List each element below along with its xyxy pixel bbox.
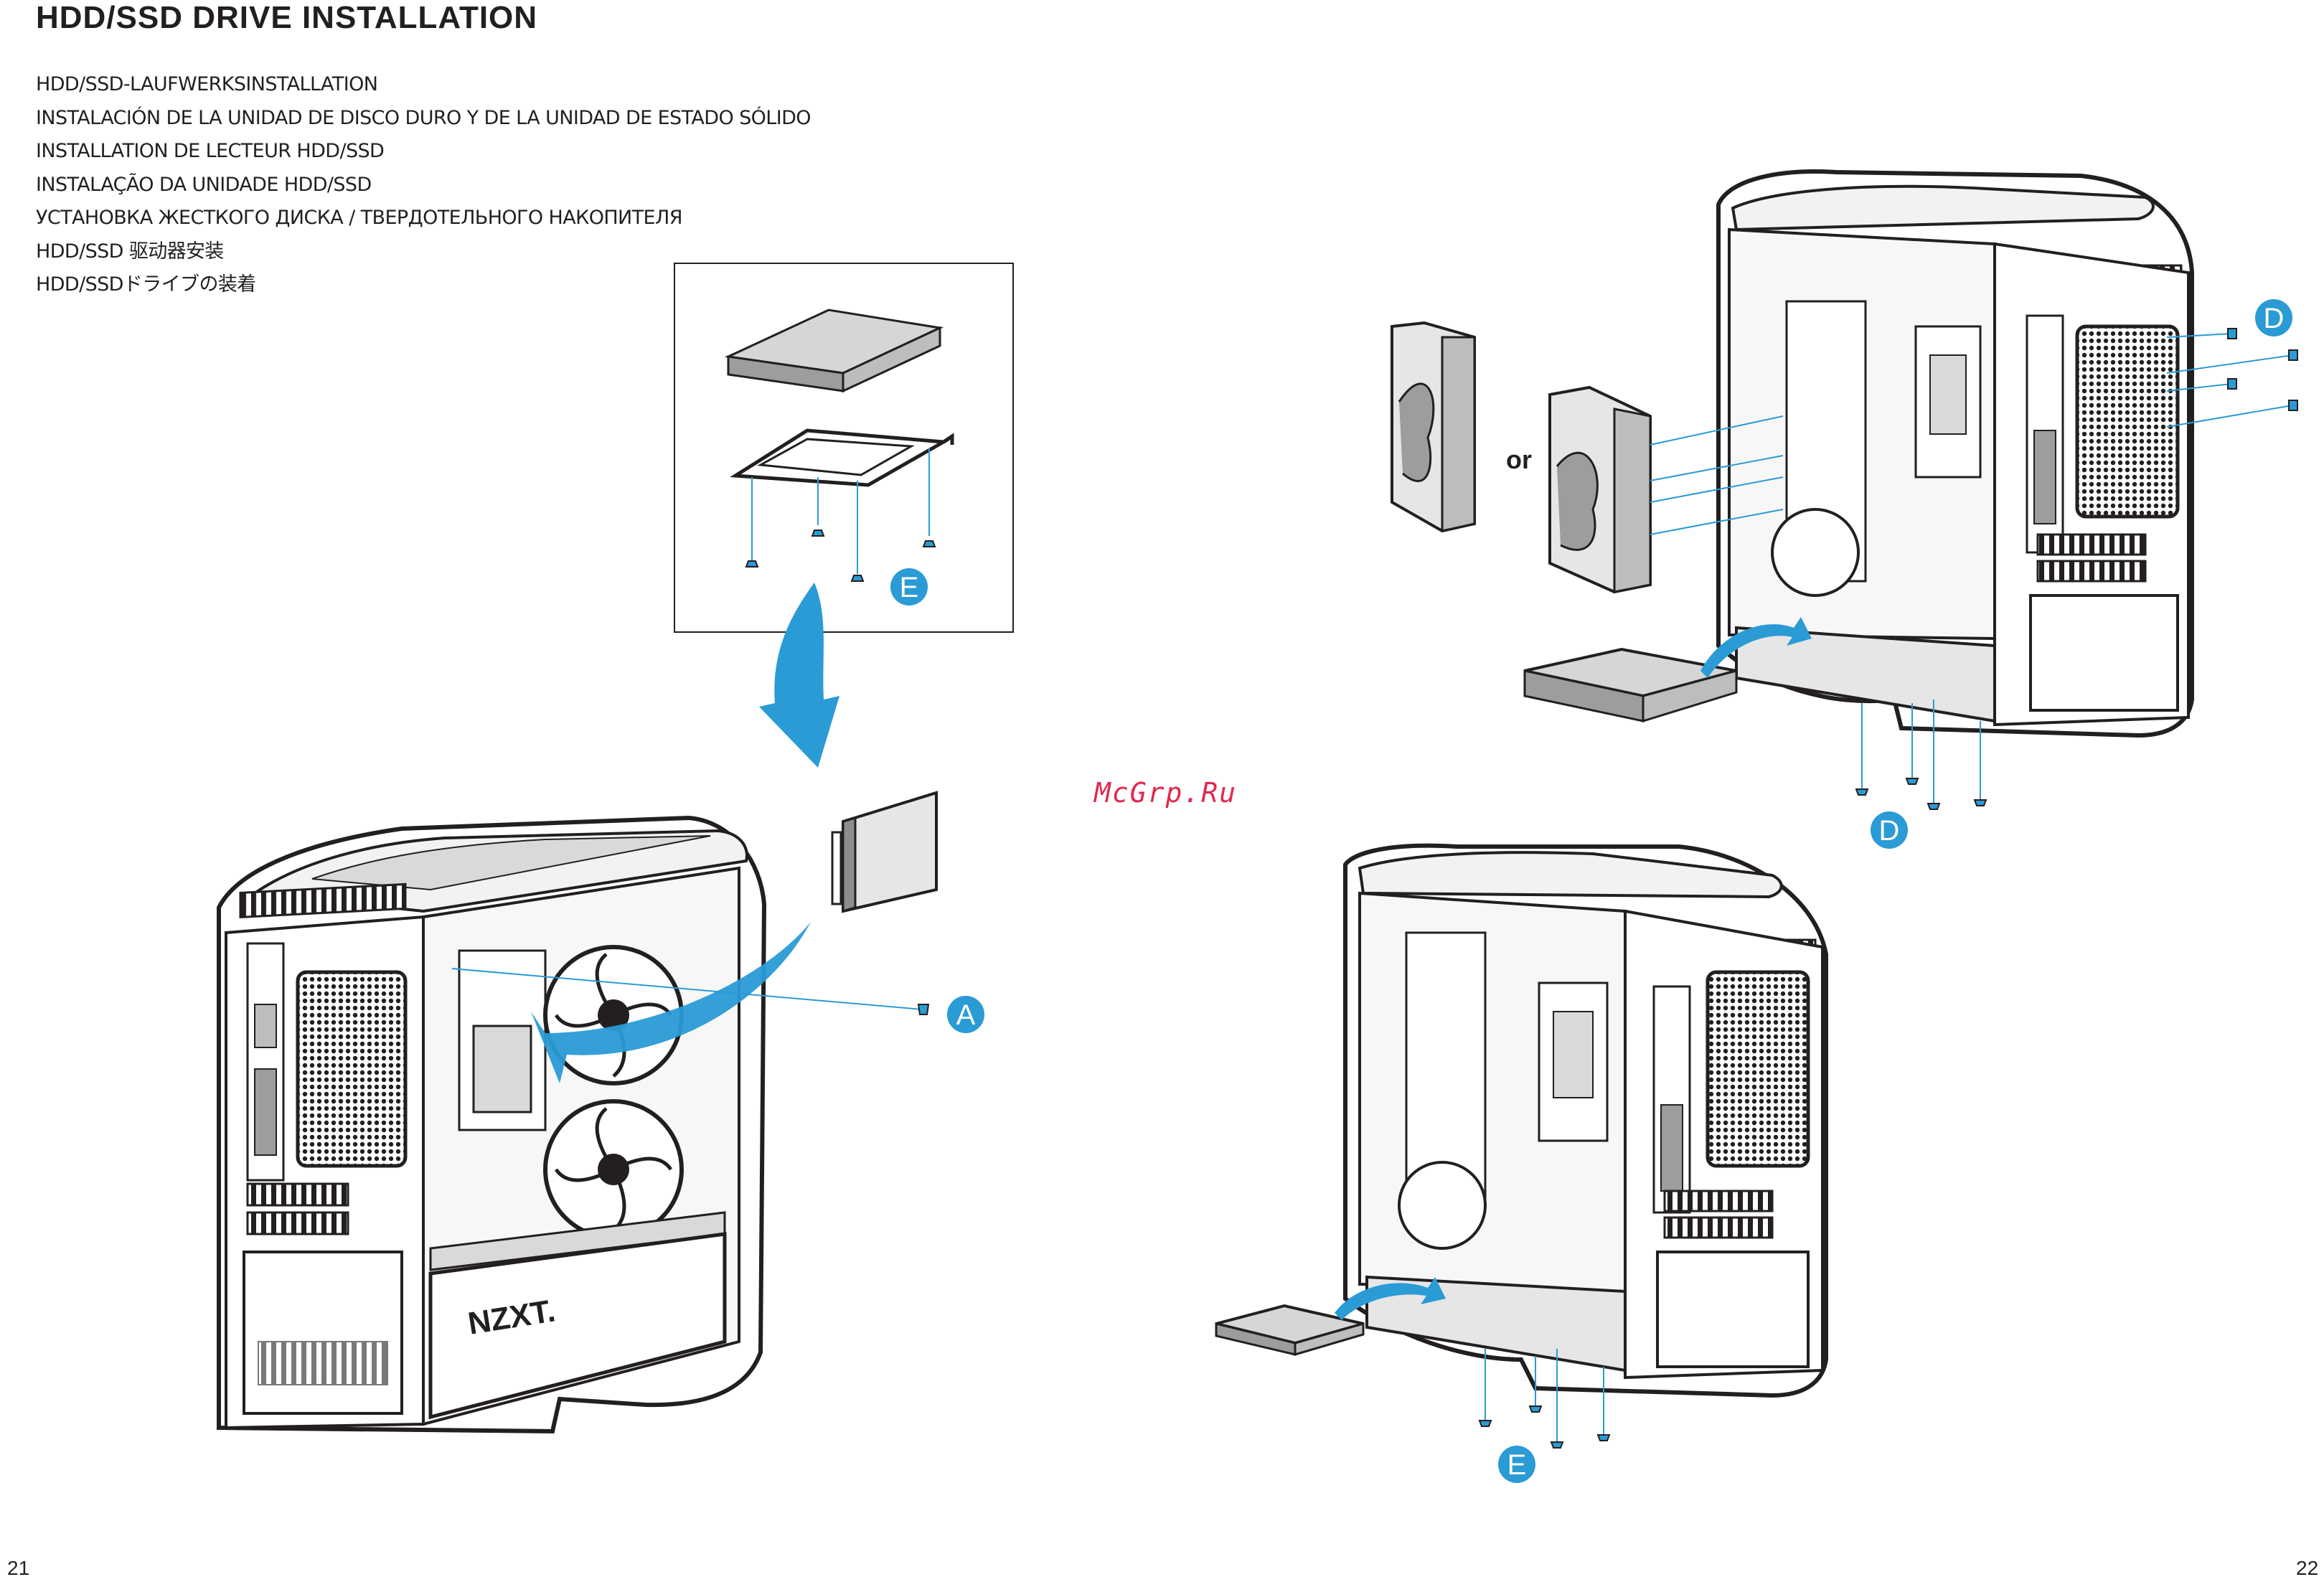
case-left: NZXT. A <box>217 815 984 1434</box>
fan-icon <box>543 1099 684 1240</box>
svg-text:D: D <box>1879 815 1900 847</box>
callout-a: A <box>947 996 984 1033</box>
hdd-flat <box>1523 647 1738 723</box>
screw-icon <box>811 529 825 537</box>
callout-d-side: D <box>2255 299 2292 336</box>
screw-icon <box>1973 799 1987 806</box>
or-label: or <box>1506 445 1532 474</box>
title-ja: HDD/SSDドライブの装着 <box>36 273 256 296</box>
screw-icon <box>2227 378 2237 390</box>
ssd-drive <box>724 309 944 393</box>
title-ru: УСТАНОВКА ЖЕСТКОГО ДИСКА / ТВЕРДОТЕЛЬНОГ… <box>36 207 682 229</box>
callout-e-inset: E <box>890 568 928 606</box>
title-pt: INSTALAÇÃO DA UNIDADE HDD/SSD <box>36 173 372 196</box>
expansion-slots <box>246 1182 349 1235</box>
page-number-right: 22 <box>2296 1557 2319 1579</box>
watermark: McGrp.Ru <box>1094 777 1238 809</box>
callout-d-bottom: D <box>1871 811 1908 849</box>
insert-arrow-icon <box>1700 617 1812 678</box>
screw-icon <box>745 560 759 568</box>
title-es: INSTALACIÓN DE LA UNIDAD DE DISCO DURO Y… <box>36 106 811 129</box>
screw-icon <box>1855 788 1869 796</box>
screw-icon <box>1905 778 1919 785</box>
page-title: HDD/SSD DRIVE INSTALLATION <box>36 0 538 35</box>
screw-icon <box>2288 349 2298 361</box>
screw-icon <box>2227 328 2237 339</box>
screw-icon <box>917 1004 930 1015</box>
title-zh: HDD/SSD 驱动器安装 <box>36 240 224 263</box>
screw-icon <box>1927 803 1941 810</box>
ssd-mounted <box>831 791 938 913</box>
title-fr: INSTALLATION DE LECTEUR HDD/SSD <box>36 140 385 162</box>
screw-icon <box>922 540 936 547</box>
svg-text:E: E <box>1507 1449 1527 1481</box>
case-right-top: D D or <box>1391 169 2298 849</box>
screw-icon <box>2288 400 2298 411</box>
screw-icon <box>1596 1434 1611 1441</box>
insert-arrow-icon <box>1335 1277 1446 1320</box>
screw-icon <box>850 575 865 582</box>
page-number-left: 21 <box>7 1557 30 1579</box>
screw-icon <box>1478 1420 1492 1427</box>
ssd-flat <box>1215 1304 1365 1357</box>
hdd-alternate <box>1548 385 1652 594</box>
ssd-bracket-inset: E <box>674 263 1014 633</box>
ssd-bracket <box>730 428 954 487</box>
down-arrow-icon <box>759 583 839 768</box>
svg-text:A: A <box>956 999 976 1031</box>
screw-icon <box>1528 1405 1543 1413</box>
screw-icon <box>1550 1441 1564 1449</box>
translated-titles: HDD/SSD-LAUFWERKSINSTALLATION INSTALACIÓ… <box>36 68 811 302</box>
insert-arrow-icon <box>531 922 811 1083</box>
callout-e-bottom: E <box>1498 1446 1535 1483</box>
title-de: HDD/SSD-LAUFWERKSINSTALLATION <box>36 73 378 95</box>
hdd-upright <box>1391 321 1476 533</box>
case-right-bottom: E <box>1215 843 1828 1483</box>
svg-text:E: E <box>900 572 919 603</box>
svg-text:D: D <box>2264 303 2285 334</box>
bracket-screw-lines <box>751 448 930 574</box>
